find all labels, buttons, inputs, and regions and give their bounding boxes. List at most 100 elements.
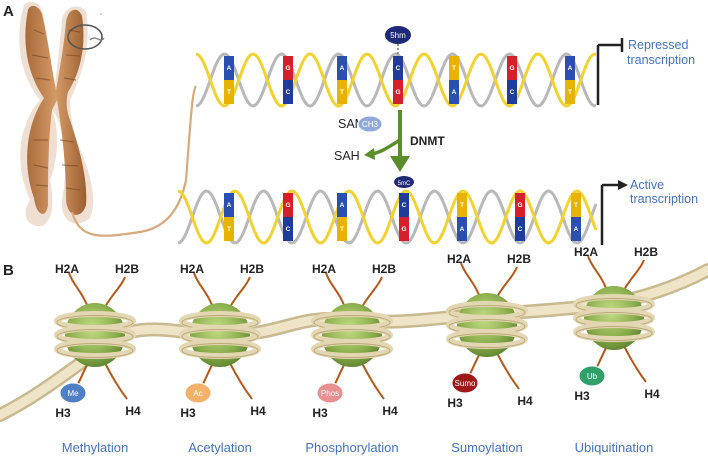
histone-tail <box>229 362 253 400</box>
mark-5mc: 5mC <box>394 176 414 188</box>
base-letter: C <box>518 226 523 233</box>
modification-badge <box>578 365 606 387</box>
histone-tail <box>325 272 345 306</box>
mark-5hm: 5hm <box>385 26 411 58</box>
histone-octamer <box>457 293 517 357</box>
histone-label-h2b: H2B <box>240 262 264 276</box>
mark-5mc-label: 5mC <box>398 181 411 187</box>
histone-label-h4: H4 <box>125 404 141 418</box>
base-letter: T <box>227 89 231 96</box>
modification-label: Sumo <box>455 379 476 388</box>
histone-label-h4: H4 <box>250 404 266 418</box>
histone-label-h2a: H2A <box>180 262 204 276</box>
modification-badge <box>451 372 479 394</box>
modification-badge <box>59 382 87 404</box>
base-letter: C <box>286 226 291 233</box>
zoom-circle <box>67 24 103 50</box>
histone-tail <box>496 352 520 390</box>
histone-label-h2b: H2B <box>507 252 531 266</box>
chromosome-body <box>25 5 87 215</box>
base-pair: GC <box>283 56 293 104</box>
base-pair: TA <box>457 193 467 241</box>
panel-label-b: B <box>3 262 14 279</box>
base-letter: C <box>510 89 515 96</box>
base-pair: AT <box>337 56 347 104</box>
histone-label-h2b: H2B <box>372 262 396 276</box>
repressed-label-2: transcription <box>627 53 695 67</box>
histone-tail <box>623 345 647 383</box>
base-letter: T <box>340 89 344 96</box>
base-letter: G <box>517 202 522 209</box>
histone-label-h2b: H2B <box>115 262 139 276</box>
base-letter: C <box>286 89 291 96</box>
base-pair: AT <box>224 56 234 104</box>
histone-label-h2b: H2B <box>634 245 658 259</box>
sah-label: SAH <box>334 149 360 163</box>
histone-tail <box>229 276 251 308</box>
active-label-2: transcription <box>630 192 698 206</box>
modification-name: Methylation <box>62 440 128 455</box>
histone-label-h4: H4 <box>517 394 533 408</box>
histone-tail <box>496 266 518 298</box>
histone-label-h2a: H2A <box>55 262 79 276</box>
base-pair: TA <box>449 56 459 104</box>
base-pair: GC <box>515 193 525 241</box>
base-letter: T <box>340 226 344 233</box>
histone-label-h4: H4 <box>382 404 398 418</box>
histone-tail <box>623 259 645 291</box>
modification-name: Acetylation <box>188 440 252 455</box>
base-letter: C <box>402 202 407 209</box>
base-letter: T <box>574 202 578 209</box>
base-letter: A <box>452 89 457 96</box>
base-letter: T <box>452 65 456 72</box>
base-letter: C <box>396 65 401 72</box>
dna-strand-front <box>177 189 598 245</box>
histone-label-h3: H3 <box>574 389 590 403</box>
base-pair: AT <box>224 193 234 241</box>
base-letter: G <box>285 202 290 209</box>
panel-label-a: A <box>3 3 14 20</box>
base-letter: T <box>568 89 572 96</box>
modification-badge <box>184 382 212 404</box>
histone-label-h3: H3 <box>180 406 196 420</box>
histone-label-h2a: H2A <box>447 252 471 266</box>
histone-label-h4: H4 <box>644 387 660 401</box>
histone-tail <box>68 272 88 306</box>
active-label-1: Active <box>630 178 664 192</box>
modification-label: Ub <box>587 372 598 381</box>
modification-name: Ubiquitination <box>575 440 654 455</box>
base-letter: G <box>509 65 514 72</box>
modification-label: Ac <box>193 389 202 398</box>
histone-octamer <box>65 303 125 367</box>
base-pair: AT <box>565 56 575 104</box>
base-pair: GC <box>507 56 517 104</box>
dna-strand-back <box>195 52 596 108</box>
mark-5hm-label: 5hm <box>390 31 406 40</box>
histone-octamer <box>322 303 382 367</box>
base-letter: G <box>395 89 400 96</box>
histone-tail <box>104 362 128 400</box>
histone-label-h2a: H2A <box>574 245 598 259</box>
ch3-label: CH3 <box>362 120 379 129</box>
histone-label-h3: H3 <box>312 406 328 420</box>
dna-tether <box>70 85 197 237</box>
modification-badge <box>316 382 344 404</box>
histone-label-h3: H3 <box>447 396 463 410</box>
base-letter: G <box>401 226 406 233</box>
histone-tail <box>104 276 126 308</box>
histone-tail <box>361 276 383 308</box>
dna-wrap <box>573 322 655 342</box>
histone-tail <box>587 255 607 289</box>
chromosome <box>19 1 197 237</box>
base-pair: GC <box>283 193 293 241</box>
dna-wrap <box>446 329 528 349</box>
base-pair: AT <box>337 193 347 241</box>
dna-wrap <box>54 339 136 359</box>
repressed-label-1: Repressed <box>628 38 688 52</box>
base-pair: CG <box>393 56 403 104</box>
base-pair: CG <box>399 193 409 241</box>
active-marker: Active transcription <box>600 178 698 245</box>
